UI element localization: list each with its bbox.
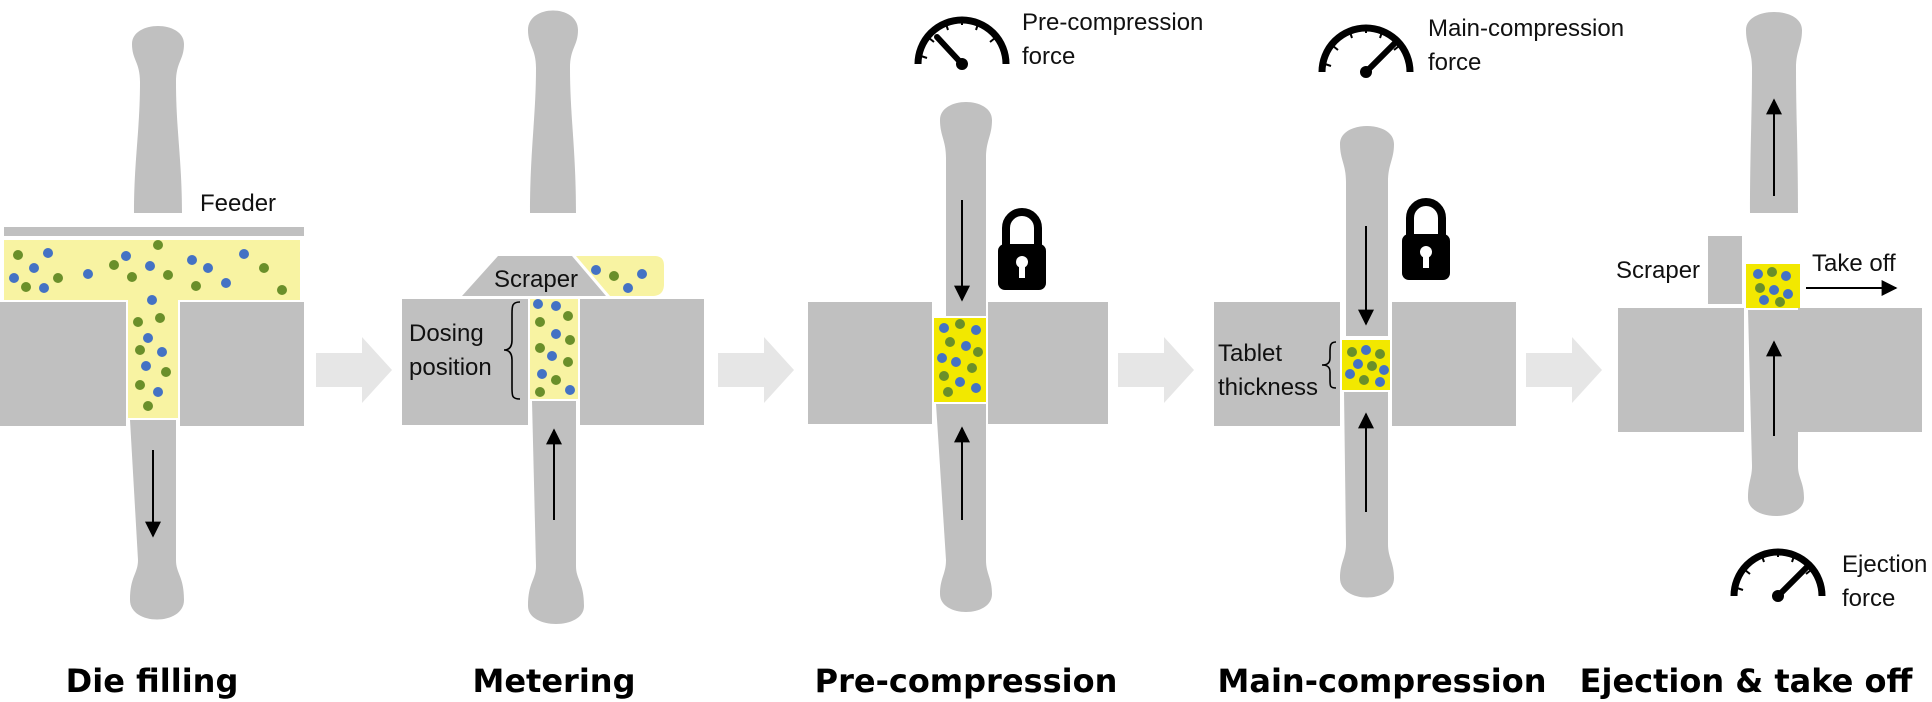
upper-punch [940, 102, 992, 316]
takeoff-label: Take off [1812, 250, 1896, 277]
scraper [1708, 236, 1742, 304]
ejection-scraper-label: Scraper [1616, 257, 1700, 284]
dosing-brace [503, 301, 521, 400]
feeder-label: Feeder [200, 190, 276, 217]
lock-icon [1402, 198, 1450, 280]
stage-main-compression: Main-compression force Tablet thickness … [1214, 15, 1624, 700]
upper-punch [132, 26, 184, 213]
stage-metering: Scraper Dosing position Metering [402, 10, 704, 700]
stage-title-metering: Metering [473, 662, 636, 700]
gauge-icon [1318, 24, 1414, 78]
lower-punch [528, 401, 584, 624]
granules [533, 265, 647, 397]
die-table-right [1798, 308, 1922, 432]
stage-title-main-compression: Main-compression [1218, 662, 1547, 700]
lower-punch [1748, 310, 1804, 516]
process-arrow-icon [316, 337, 392, 403]
die-table-left [402, 299, 528, 425]
granules [9, 240, 287, 411]
die-table-right [1392, 302, 1516, 426]
feeder-plate [4, 227, 304, 236]
stage-ejection: Scraper Take off Ejection force Ejection… [1580, 12, 1927, 700]
process-arrow-icon [1526, 337, 1602, 403]
ejection-label-line1: Ejection [1842, 551, 1927, 578]
granules [1753, 267, 1793, 307]
process-arrow-icon [1118, 337, 1194, 403]
stage-die-filling: Feeder Die filling [0, 26, 304, 700]
tablet-thickness-label-line1: Tablet [1218, 340, 1282, 367]
stage-title-ejection: Ejection & take off [1580, 662, 1914, 700]
stage-title-die-filling: Die filling [66, 662, 239, 700]
tablet-thickness-label-line2: thickness [1218, 374, 1318, 401]
maincompression-label-line2: force [1428, 49, 1481, 76]
dosing-label-line2: position [409, 354, 492, 381]
granules [937, 319, 983, 397]
die-table-left [0, 302, 126, 426]
scraper-label: Scraper [494, 266, 578, 293]
thickness-brace [1321, 341, 1337, 389]
die-table-left [1214, 302, 1340, 426]
maincompression-label-line1: Main-compression [1428, 15, 1624, 42]
dosing-label-line1: Dosing [409, 320, 484, 347]
upper-punch [528, 10, 578, 213]
die-table-left [808, 302, 932, 424]
die-table-right [988, 302, 1108, 424]
die-table-right [180, 302, 304, 426]
die-table-right [580, 299, 704, 425]
granules [1345, 345, 1389, 387]
lock-icon [998, 208, 1046, 290]
scraper [462, 256, 606, 296]
precompression-label-line1: Pre-compression [1022, 9, 1203, 36]
gauge-icon [1730, 548, 1826, 602]
ejection-label-line2: force [1842, 585, 1895, 612]
stage-pre-compression: Pre-compression force Pre-compressi [808, 9, 1203, 700]
lower-punch [130, 420, 184, 620]
process-arrow-icon [718, 337, 794, 403]
die-table-left [1618, 308, 1744, 432]
lower-punch [936, 404, 992, 612]
stage-title-pre-compression: Pre-compression [815, 662, 1118, 700]
precompression-label-line2: force [1022, 43, 1075, 70]
gauge-icon [914, 16, 1010, 70]
